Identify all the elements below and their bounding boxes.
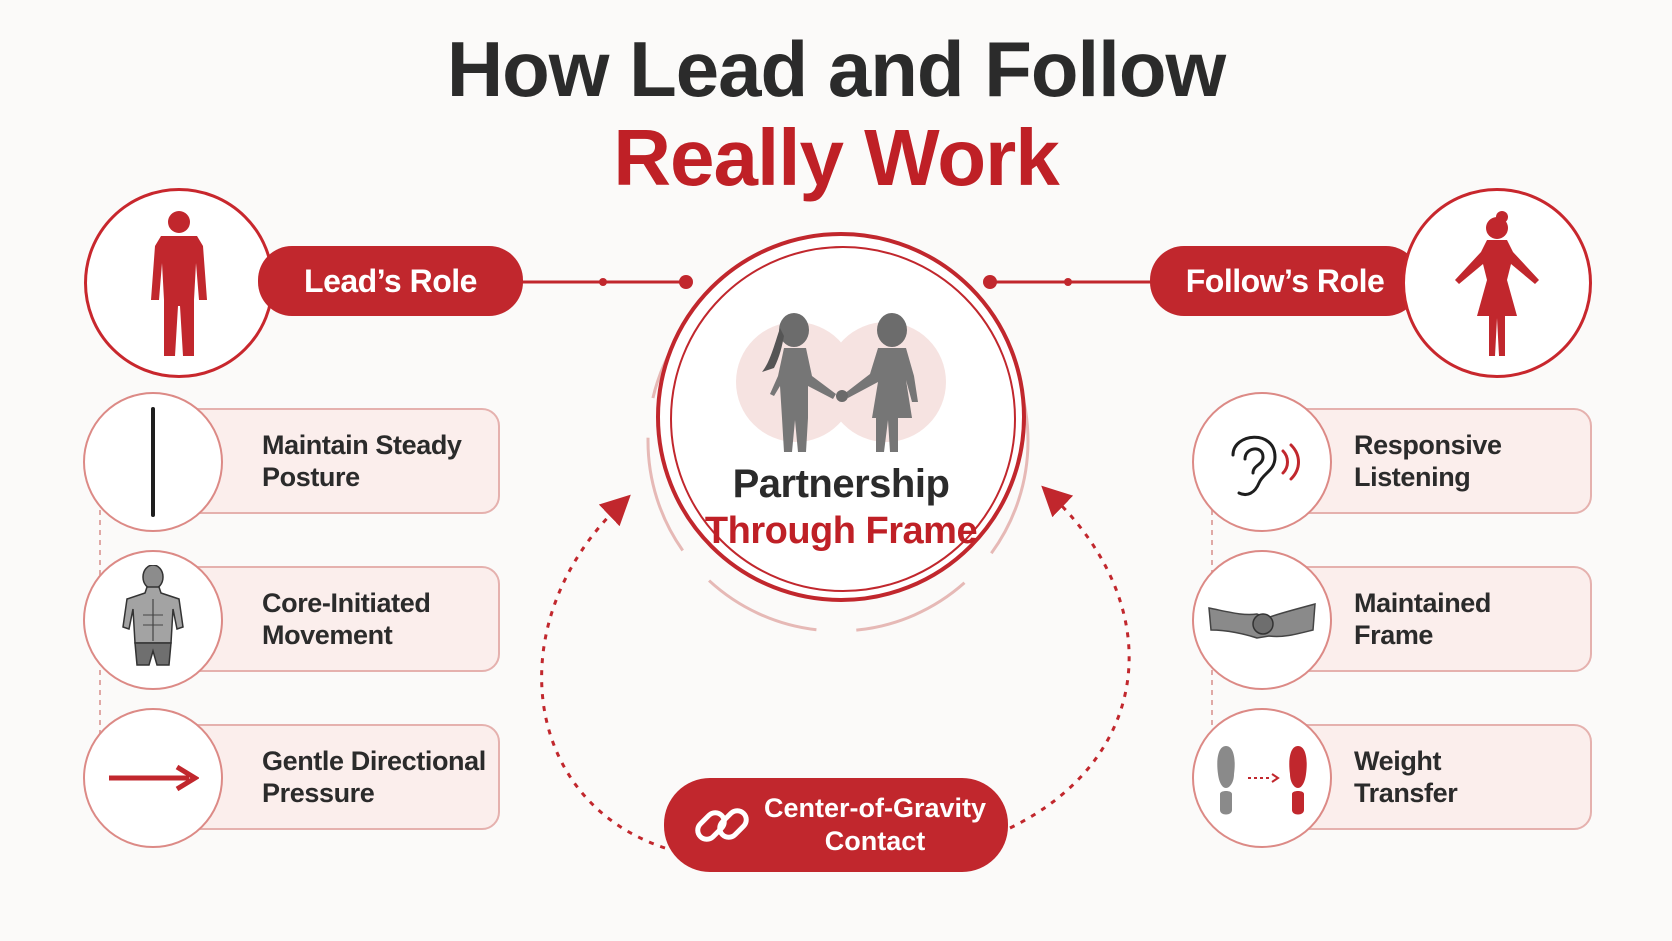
man-silhouette-icon [151,211,207,356]
follow-item-icon-circle-2 [1192,550,1332,690]
follow-item-2-line-2: Frame [1354,620,1434,650]
page-title-line-1: How Lead and Follow [446,25,1226,113]
contact-label: Center-of-Gravity Contact [754,792,996,858]
page-title-line-2: Really Work [613,113,1059,202]
arrow-right-icon [109,764,199,792]
vertical-line-icon [151,407,155,517]
follow-item-1-line-2: Listening [1354,462,1471,492]
follow-item-icon-circle-3 [1192,708,1332,848]
lead-item-2-line-1: Core-Initiated [262,588,431,618]
lead-avatar-circle [84,188,274,378]
follow-item-3-line-1: Weight [1354,746,1442,776]
lead-role-label: Lead’s Role [304,262,477,299]
follow-avatar-circle [1402,188,1592,378]
follow-item-icon-circle-1 [1192,392,1332,532]
lead-item-icon-circle-3 [83,708,223,848]
lead-role-pill: Lead’s Role [258,246,523,316]
lead-item-3-line-1: Gentle Directional [262,746,486,776]
chain-link-icon [695,808,749,842]
footprints-icon [1217,746,1307,815]
woman-silhouette-icon [1455,211,1539,356]
lead-item-icon-circle-2 [83,550,223,690]
follow-role-label: Follow’s Role [1185,262,1385,299]
ear-icon [1231,435,1300,497]
couple-holding-hands-icon [736,313,946,452]
center-inner-ring [670,246,1016,592]
lead-item-1-line-1: Maintain Steady [262,430,462,460]
center-title-line-1: Partnership [732,462,950,506]
contact-line-2: Contact [824,826,926,856]
center-of-gravity-contact-pill: Center-of-Gravity Contact [664,778,1008,872]
lead-item-2-line-2: Movement [262,620,393,650]
contact-line-1: Center-of-Gravity [763,793,987,823]
torso-icon [122,565,184,666]
center-title-line-2: Through Frame [704,510,978,552]
lead-item-1-line-2: Posture [262,462,360,492]
handshake-icon [1208,602,1316,639]
follow-item-3-line-2: Transfer [1354,778,1458,808]
follow-role-pill: Follow’s Role [1150,246,1420,316]
lead-item-3-line-2: Pressure [262,778,375,808]
follow-item-2-line-1: Maintained [1354,588,1492,618]
lead-item-icon-circle-1 [83,392,223,532]
follow-item-1-line-1: Responsive [1354,430,1502,460]
